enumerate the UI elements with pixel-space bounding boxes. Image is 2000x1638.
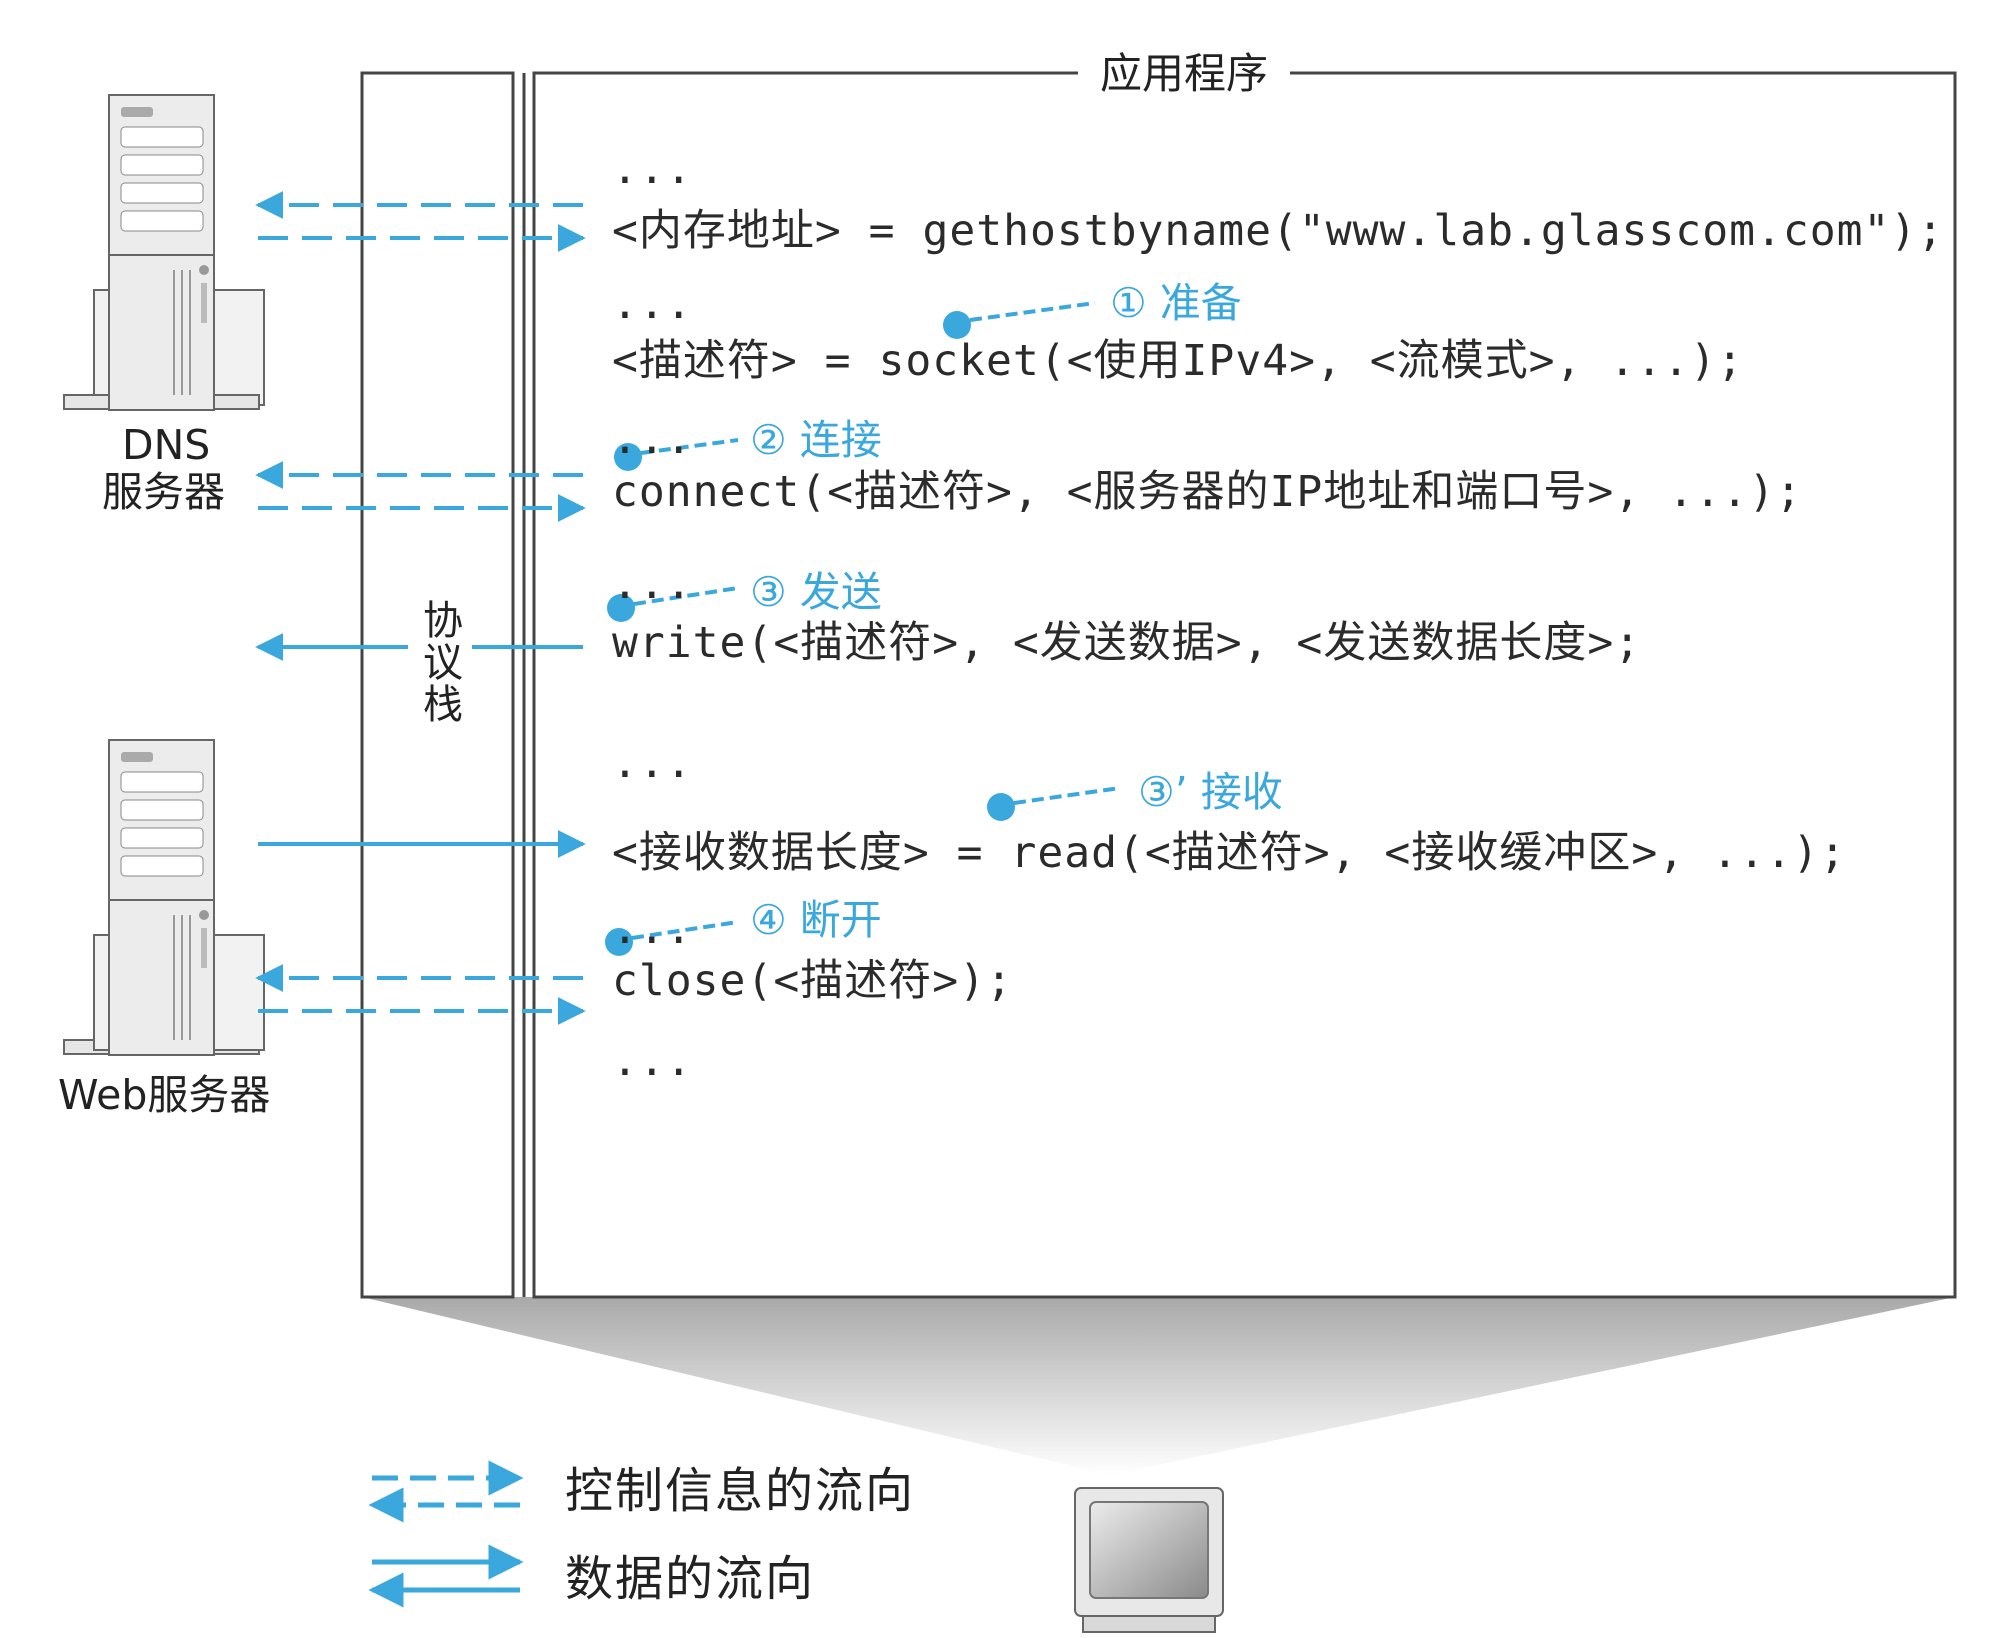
web-server-label: Web服务器 [58,1071,271,1119]
code-line-write: write(<描述符>, <发送数据>, <发送数据长度>; [612,618,1642,668]
code-line: ... [612,1036,693,1086]
step-marker-prepare [943,301,1096,339]
dns-server-icon [63,94,265,411]
legend-control-arrows [368,1460,524,1523]
step-marker-send [607,586,739,622]
step-label-disconnect: ④ 断开 [750,896,882,944]
computer-icon [1074,1487,1224,1633]
code-line: ... [612,414,693,464]
app-title: 应用程序 [1078,53,1291,95]
dns-server-label-line1: DNS [122,421,211,469]
projection-beam [362,1297,1955,1475]
protocol-stack-label: 协议栈 [420,600,466,726]
step-marker-disconnect [605,920,739,956]
code-line-gethostbyname: <内存地址> = gethostbyname("www.lab.glasscom… [612,206,1945,256]
code-line-read: <接收数据长度> = read(<描述符>, <接收缓冲区>, ...); [612,828,1847,878]
dns-server-label-line2: 服务器 [102,468,225,516]
legend-data-label: 数据的流向 [565,1551,816,1607]
code-line: ... [612,559,693,609]
code-line: ... [612,144,693,194]
code-line-connect: connect(<描述符>, <服务器的IP地址和端口号>, ...); [612,467,1803,517]
step-label-prepare: ① 准备 [1110,279,1242,327]
code-line: ... [612,279,693,329]
step-label-send: ③ 发送 [750,568,882,616]
step-label-connect: ② 连接 [750,416,882,464]
web-server-icon [63,739,265,1056]
code-line: ... [612,904,693,954]
application-box [532,71,1957,1299]
code-line-close: close(<描述符>); [612,956,1013,1006]
code-line-socket: <描述符> = socket(<使用IPv4>, <流模式>, ...); [612,336,1744,386]
step-marker-receive [987,786,1121,821]
legend-data-arrows [368,1544,524,1608]
code-line: ... [612,738,693,788]
step-label-receive: ③’ 接收 [1138,768,1283,816]
step-marker-connect [614,438,739,471]
legend-control-label: 控制信息的流向 [565,1463,916,1519]
